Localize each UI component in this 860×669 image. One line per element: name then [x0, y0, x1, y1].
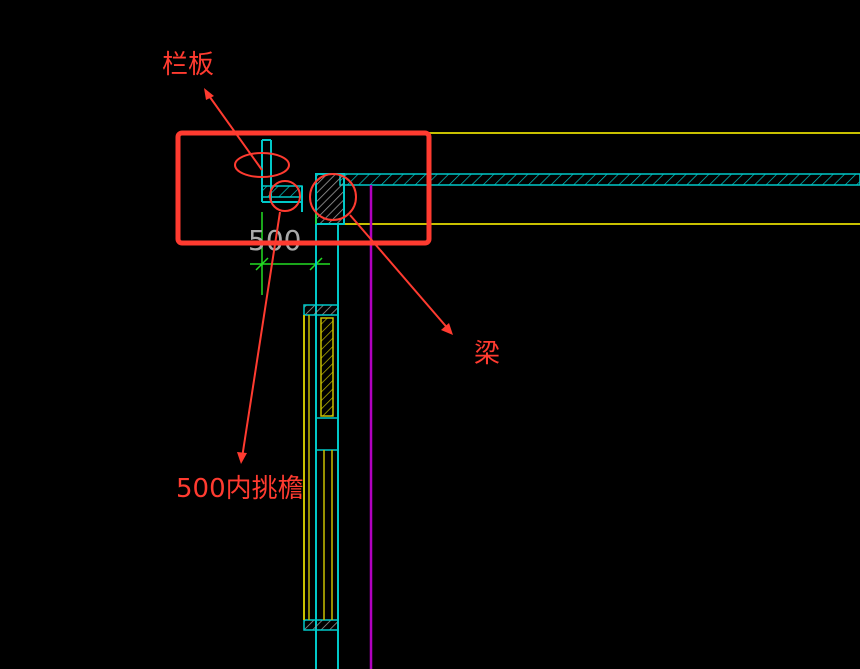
- beam-circle: [309, 173, 357, 221]
- roof-slab: [339, 173, 860, 186]
- parapet-label: 栏板: [162, 50, 214, 80]
- eave-circle: [269, 180, 301, 212]
- beam-label: 梁: [474, 339, 500, 369]
- wall-lines: [315, 185, 373, 669]
- window-section: [303, 304, 339, 631]
- eave-label: 500内挑檐: [176, 474, 304, 504]
- parapet-circle: [234, 152, 290, 178]
- eave-slab: [261, 185, 303, 212]
- highlight-box: [175, 130, 432, 246]
- annotation-arrows: [204, 88, 453, 464]
